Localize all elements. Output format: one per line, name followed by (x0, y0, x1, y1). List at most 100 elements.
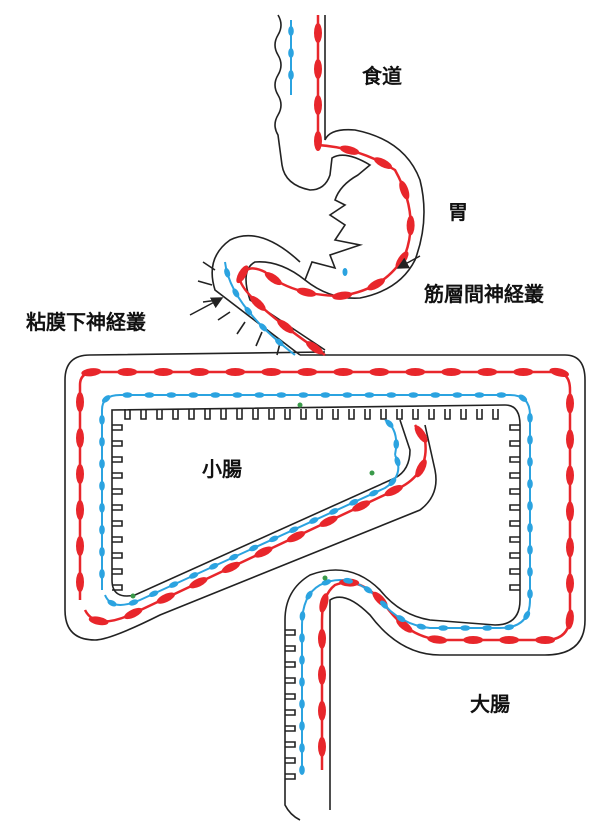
villus (285, 757, 296, 764)
villus (285, 709, 296, 716)
gut-wall-outline (64, 14, 586, 821)
submucosal-ganglion (269, 535, 279, 543)
villus (509, 536, 520, 543)
myenteric-ganglion (535, 635, 556, 644)
villus (112, 424, 123, 431)
villus (285, 725, 296, 732)
submucosal-ganglion (380, 600, 388, 609)
submucosal-ganglion (518, 394, 528, 402)
myenteric-ganglion (81, 368, 102, 377)
villus (428, 409, 435, 420)
villus (332, 409, 339, 420)
villus (112, 456, 123, 463)
submucosal-ganglion (259, 323, 268, 332)
submucosal-ganglion (363, 586, 373, 594)
myenteric-ganglion (261, 368, 282, 376)
submucosal-ganglion (527, 522, 533, 533)
myenteric-ganglion (369, 368, 390, 376)
myenteric-ganglion (566, 429, 574, 450)
villus (284, 409, 291, 420)
villus (380, 409, 387, 420)
villus (509, 472, 520, 479)
submucosal-ganglion (369, 489, 379, 497)
submucosal-ganglion (394, 456, 401, 467)
myenteric-ganglion (156, 592, 175, 604)
myenteric-ganglion (306, 341, 324, 355)
submucosal-ganglion (166, 392, 177, 398)
villus (348, 409, 355, 420)
myenteric-ganglion (566, 573, 574, 594)
myenteric-ganglion (396, 618, 413, 633)
myenteric-ganglion (225, 368, 246, 376)
submucosal-ganglion (321, 579, 332, 586)
interstitial-cells (130, 402, 375, 599)
villus (364, 409, 371, 420)
myenteric-ganglion (463, 636, 484, 644)
myenteric-ganglion (236, 265, 249, 284)
villus (285, 677, 296, 684)
myenteric-ganglion (153, 368, 174, 376)
submucosal-ganglion (232, 288, 240, 298)
myenteric-ganglion (314, 59, 322, 79)
submucosal-ganglion (276, 392, 287, 398)
myenteric-ganglion (254, 546, 273, 558)
myenteric-ganglion (332, 291, 353, 300)
submucosal-ganglion (101, 395, 111, 403)
submucosal-ganglion (386, 392, 397, 398)
myenteric-ganglion (76, 500, 85, 520)
submucosal-ganglion (504, 624, 515, 631)
submucosal-ganglion (210, 392, 221, 398)
myenteric-ganglion (296, 287, 317, 297)
myenteric-ganglion (414, 425, 428, 443)
label-submucosal-plexus: 粘膜下神経叢 (26, 310, 146, 334)
myenteric-ganglion (566, 501, 574, 522)
villus (460, 409, 467, 420)
myenteric-ganglion (319, 593, 329, 613)
villus (285, 645, 296, 652)
submucosal-ganglion (527, 566, 533, 577)
myenteric-ganglion (76, 392, 84, 412)
submucosal-ganglion (99, 546, 105, 557)
submucosal-ganglion (320, 392, 331, 398)
myenteric-ganglion (565, 609, 574, 630)
villus (156, 409, 163, 420)
myenteric-ganglion (351, 500, 371, 512)
submucosal-ganglion (188, 392, 199, 398)
submucosal-ganglion (452, 392, 463, 398)
myenteric-ganglion (339, 145, 360, 155)
submucosal-ganglion (523, 610, 531, 620)
myenteric-ganglion (549, 367, 569, 377)
submucosal-ganglion (188, 572, 199, 579)
submucosal-ganglion (275, 338, 284, 347)
myenteric-ganglion (314, 23, 322, 43)
villus (509, 504, 520, 511)
submucosal-ganglion (364, 392, 375, 398)
villus (112, 552, 123, 559)
submucosal-ganglion (385, 419, 394, 428)
submucosal-ganglion (474, 392, 485, 398)
submucosal-ganglion (527, 412, 533, 423)
submucosal-ganglion (288, 70, 294, 80)
villus (476, 409, 483, 420)
myenteric-ganglion (76, 536, 85, 556)
myenteric-ganglion (124, 607, 143, 620)
villus (188, 409, 195, 420)
villus (509, 424, 520, 431)
villus (172, 409, 179, 420)
submucosal-ganglion (527, 588, 533, 599)
villus (509, 488, 520, 495)
myenteric-ganglion (250, 295, 266, 311)
submucosal-ganglion (99, 458, 105, 469)
myenteric-ganglion (441, 368, 462, 376)
submucosal-ganglion (99, 502, 105, 513)
submucosal-ganglion (416, 623, 427, 630)
myenteric-ganglion (277, 319, 294, 334)
submucosal-ganglion (299, 632, 305, 643)
myenteric-ganglion (499, 636, 520, 644)
submucosal-ganglion (460, 625, 471, 631)
myenteric-ganglion (384, 485, 403, 497)
myenteric-ganglion (513, 368, 534, 376)
label-stomach: 胃 (448, 200, 468, 224)
villus (204, 409, 211, 420)
